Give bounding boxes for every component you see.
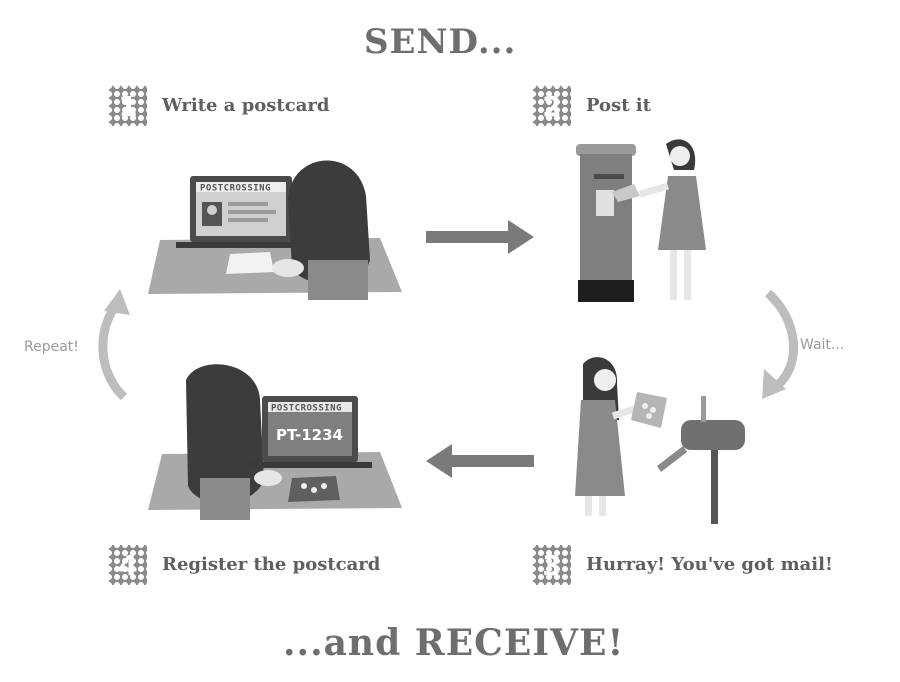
person-dress: [658, 176, 706, 250]
curved-arrow-wait-icon: [762, 289, 799, 399]
headline-receive: ...and RECEIVE!: [283, 622, 625, 664]
step-2-label: Post it: [586, 95, 651, 116]
scene-got-mail: [575, 357, 745, 524]
step-2-number: 2: [533, 86, 571, 126]
arrow-left-icon: [426, 444, 534, 478]
person-hair: [186, 364, 264, 504]
curved-arrow-repeat-icon: [98, 289, 130, 401]
arrow-right-icon: [426, 220, 534, 254]
mailbox: [681, 420, 745, 450]
screen-brand-text: POSTCROSSING: [271, 404, 342, 414]
screen-brand-text: POSTCROSSING: [200, 184, 271, 194]
scene-post-it: [576, 139, 706, 302]
headline-send: SEND...: [364, 22, 517, 62]
person-shirt: [308, 260, 368, 300]
step-1-label: Write a postcard: [162, 95, 330, 116]
postcard-id-text: PT-1234: [276, 426, 343, 444]
wait-label: Wait...: [800, 337, 845, 353]
scene-write-postcard: POSTCROSSING: [148, 160, 402, 300]
person-hair: [288, 160, 370, 284]
step-3-number: 3: [533, 545, 571, 585]
person-shirt: [200, 478, 250, 520]
postcard-on-desk: [226, 252, 274, 274]
laptop-base: [176, 242, 306, 248]
person-dress: [575, 400, 625, 496]
step-4-stamp: 4: [109, 545, 149, 587]
scene-register-postcard: POSTCROSSING PT-1234: [148, 364, 402, 520]
step-4-label: Register the postcard: [162, 554, 381, 575]
postcard-in-hand: [612, 184, 640, 202]
repeat-label: Repeat!: [24, 339, 79, 355]
step-2-stamp: 2: [533, 86, 573, 128]
received-postcard: [631, 392, 667, 428]
step-3-stamp: 3: [533, 545, 573, 587]
pillar-box-body: [580, 154, 632, 284]
step-3-label: Hurray! You've got mail!: [586, 554, 833, 575]
pillar-box-cap: [576, 144, 636, 156]
step-4-number: 4: [109, 545, 147, 585]
step-1-stamp: 1: [109, 86, 149, 128]
step-1-number: 1: [109, 86, 147, 126]
